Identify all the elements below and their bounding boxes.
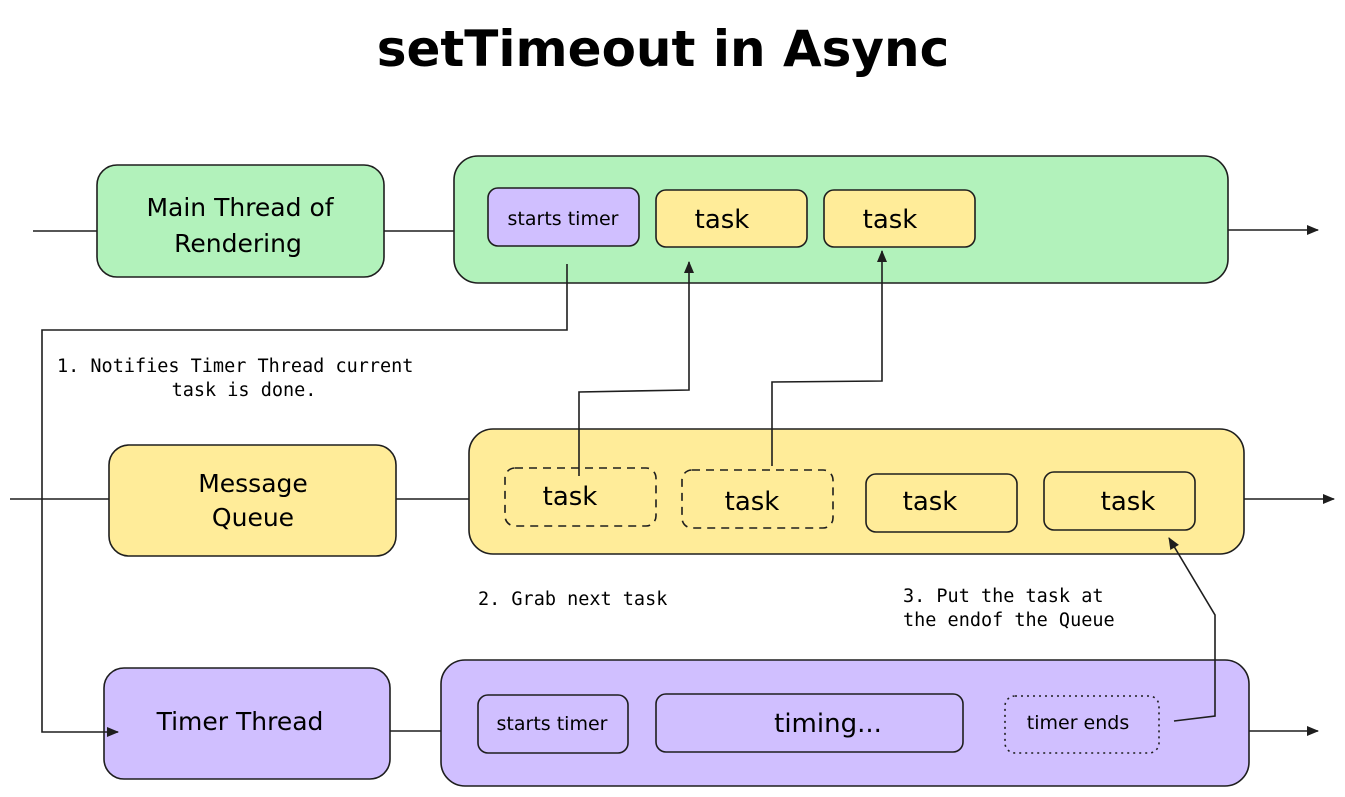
message-queue-label-line1: Message xyxy=(198,469,308,498)
timer-thread-label: Timer Thread xyxy=(156,707,324,736)
timer-thread-container xyxy=(440,659,1250,787)
message-queue-label-line2: Queue xyxy=(212,503,294,532)
queue-task-label-1: task xyxy=(543,482,598,512)
main-thread-label-line2: Rendering xyxy=(174,229,302,258)
main-thread-label-box xyxy=(96,164,385,278)
timer-thread-label-box xyxy=(103,667,391,780)
main-task-box-2 xyxy=(823,189,976,248)
queue-task-box-4 xyxy=(1043,471,1196,531)
timer-ends-box-dotted xyxy=(1004,695,1160,754)
message-queue-container xyxy=(468,428,1245,555)
queue-task-label-3: task xyxy=(903,487,958,517)
queue-task-box-1-dashed xyxy=(504,467,657,527)
timing-box xyxy=(655,693,964,753)
timer-starts-timer-label: starts timer xyxy=(497,713,608,735)
queue-task-label-2: task xyxy=(725,487,780,517)
note-1-line2: task is done. xyxy=(172,380,317,401)
arrow-grab-task-2 xyxy=(771,250,887,466)
timer-ends-label: timer ends xyxy=(1027,712,1129,734)
note-3-line2: the endof the Queue xyxy=(903,610,1115,631)
main-thread-label-line1: Main Thread of xyxy=(146,193,334,222)
diagram-title: setTimeout in Async xyxy=(377,20,950,78)
queue-task-box-2-dashed xyxy=(681,469,834,529)
arrow-notify-timer-thread xyxy=(41,264,568,737)
note-3-line1: 3. Put the task at xyxy=(903,586,1103,607)
note-1-line1: 1. Notifies Timer Thread current xyxy=(57,356,413,377)
main-task-label-1: task xyxy=(695,205,750,235)
note-2: 2. Grab next task xyxy=(478,589,667,610)
main-starts-timer-label: starts timer xyxy=(508,208,619,230)
main-task-label-2: task xyxy=(863,205,918,235)
main-task-box-1 xyxy=(655,189,808,248)
timer-starts-timer-box xyxy=(477,694,629,754)
queue-task-box-3 xyxy=(865,473,1018,533)
message-queue-label-box xyxy=(108,444,397,557)
arrow-put-task-end-of-queue xyxy=(1168,537,1216,722)
main-starts-timer-box xyxy=(487,187,640,247)
timing-label: timing... xyxy=(774,709,882,739)
arrow-grab-task-1 xyxy=(578,261,694,476)
queue-task-label-4: task xyxy=(1101,487,1156,517)
